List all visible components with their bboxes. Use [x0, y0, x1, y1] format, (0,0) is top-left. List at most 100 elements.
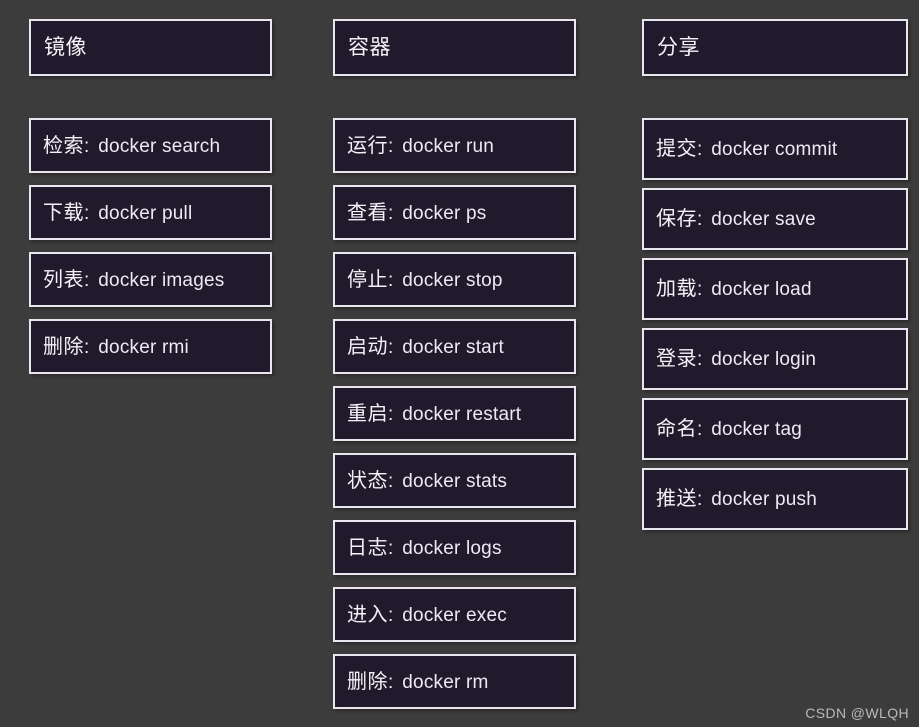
command-colon: :	[84, 336, 90, 358]
command-item-text: 重启: docker restart	[347, 404, 521, 424]
command-text: docker rm	[402, 671, 489, 693]
command-colon: :	[388, 403, 394, 425]
command-item-text: 检索: docker search	[43, 136, 220, 156]
command-label-cn: 状态	[347, 469, 388, 492]
command-text: docker tag	[711, 419, 803, 440]
command-colon: :	[697, 209, 703, 230]
command-colon: :	[697, 139, 703, 160]
command-label-cn: 保存	[656, 208, 697, 230]
command-text: docker login	[711, 349, 817, 370]
command-item[interactable]: 检索: docker search	[29, 118, 272, 173]
command-item-text: 查看:docker ps	[347, 203, 486, 223]
command-text: docker commit	[711, 139, 838, 160]
command-label-cn: 命名	[656, 418, 697, 440]
command-item-text: 提交: docker commit	[656, 139, 837, 159]
command-item[interactable]: 查看:docker ps	[333, 185, 576, 240]
command-list-containers: 运行:docker run 查看:docker ps 停止:docker sto…	[333, 118, 576, 721]
command-item[interactable]: 日志: docker logs	[333, 520, 576, 575]
command-text: docker stats	[402, 470, 508, 492]
command-list-images: 检索:docker search 下载:docker pull 列表:docke…	[29, 118, 272, 386]
command-item[interactable]: 列表: docker images	[29, 252, 272, 307]
command-text: docker ps	[402, 202, 487, 224]
command-label-cn: 启动	[347, 335, 388, 358]
command-item[interactable]: 删除: docker rmi	[29, 319, 272, 374]
command-item[interactable]: 推送: docker push	[642, 468, 908, 530]
command-label-cn: 删除	[43, 335, 84, 358]
command-text: docker search	[98, 135, 221, 157]
command-item[interactable]: 登录:docker login	[642, 328, 908, 390]
command-item[interactable]: 保存: docker save	[642, 188, 908, 250]
command-item-text: 进入: docker exec	[347, 605, 507, 625]
watermark: CSDN @WLQH	[805, 705, 909, 721]
command-colon: :	[388, 202, 394, 224]
command-label-cn: 运行	[347, 134, 388, 157]
command-text: docker stop	[402, 269, 503, 291]
command-item[interactable]: 提交: docker commit	[642, 118, 908, 180]
command-colon: :	[84, 135, 90, 157]
command-item[interactable]: 重启: docker restart	[333, 386, 576, 441]
command-label-cn: 列表	[43, 268, 84, 291]
command-text: docker start	[402, 336, 504, 358]
command-item-text: 下载:docker pull	[43, 203, 192, 223]
command-label-cn: 停止	[347, 268, 388, 291]
command-colon: :	[697, 349, 703, 370]
command-item-text: 命名: docker tag	[656, 419, 802, 439]
command-item[interactable]: 加载: docker load	[642, 258, 908, 320]
command-item-text: 启动:docker start	[347, 337, 504, 357]
command-item[interactable]: 下载:docker pull	[29, 185, 272, 240]
command-colon: :	[388, 470, 394, 492]
column-header-label: 容器	[348, 36, 391, 59]
command-item[interactable]: 命名: docker tag	[642, 398, 908, 460]
command-item-text: 登录:docker login	[656, 349, 816, 369]
command-text: docker logs	[402, 537, 502, 559]
command-item[interactable]: 启动:docker start	[333, 319, 576, 374]
column-containers: 容器 运行:docker run 查看:docker ps 停止:docker …	[333, 0, 576, 721]
command-item[interactable]: 停止: docker stop	[333, 252, 576, 307]
column-header-containers: 容器	[333, 19, 576, 76]
command-item-text: 删除:docker rm	[347, 672, 489, 692]
command-item-text: 加载: docker load	[656, 279, 812, 299]
column-header-label: 分享	[657, 36, 700, 59]
command-label-cn: 日志	[347, 536, 388, 559]
column-header-label: 镜像	[44, 36, 87, 59]
command-text: docker push	[711, 489, 817, 510]
command-label-cn: 加载	[656, 278, 697, 300]
command-colon: :	[84, 269, 90, 291]
command-label-cn: 推送	[656, 488, 697, 510]
command-item-text: 停止: docker stop	[347, 270, 503, 290]
command-label-cn: 重启	[347, 402, 388, 425]
command-colon: :	[388, 135, 394, 157]
command-text: docker exec	[402, 604, 507, 626]
command-text: docker images	[98, 269, 225, 291]
command-colon: :	[84, 202, 90, 224]
command-text: docker run	[402, 135, 495, 157]
command-item-text: 删除: docker rmi	[43, 337, 189, 357]
command-text: docker pull	[98, 202, 193, 224]
command-text: docker restart	[402, 403, 522, 425]
command-item[interactable]: 进入: docker exec	[333, 587, 576, 642]
command-label-cn: 删除	[347, 670, 388, 693]
command-label-cn: 提交	[656, 138, 697, 160]
command-text: docker save	[711, 209, 816, 230]
command-text: docker load	[711, 279, 812, 300]
column-header-images: 镜像	[29, 19, 272, 76]
column-share: 分享 提交: docker commit 保存: docker save 加载: do…	[642, 0, 908, 538]
command-colon: :	[697, 419, 703, 440]
command-text: docker rmi	[98, 336, 189, 358]
command-item-text: 列表: docker images	[43, 270, 224, 290]
command-list-share: 提交: docker commit 保存: docker save 加载: docke…	[642, 118, 908, 538]
command-item[interactable]: 删除:docker rm	[333, 654, 576, 709]
command-colon: :	[388, 537, 394, 559]
command-colon: :	[388, 604, 394, 626]
command-colon: :	[697, 279, 703, 300]
command-item[interactable]: 状态: docker stats	[333, 453, 576, 508]
command-label-cn: 进入	[347, 603, 388, 626]
command-item-text: 状态: docker stats	[347, 471, 507, 491]
command-item-text: 运行: docker run	[347, 136, 494, 156]
column-header-share: 分享	[642, 19, 908, 76]
command-colon: :	[388, 269, 394, 291]
command-colon: :	[697, 489, 703, 510]
command-label-cn: 检索	[43, 134, 84, 157]
command-item[interactable]: 运行: docker run	[333, 118, 576, 173]
